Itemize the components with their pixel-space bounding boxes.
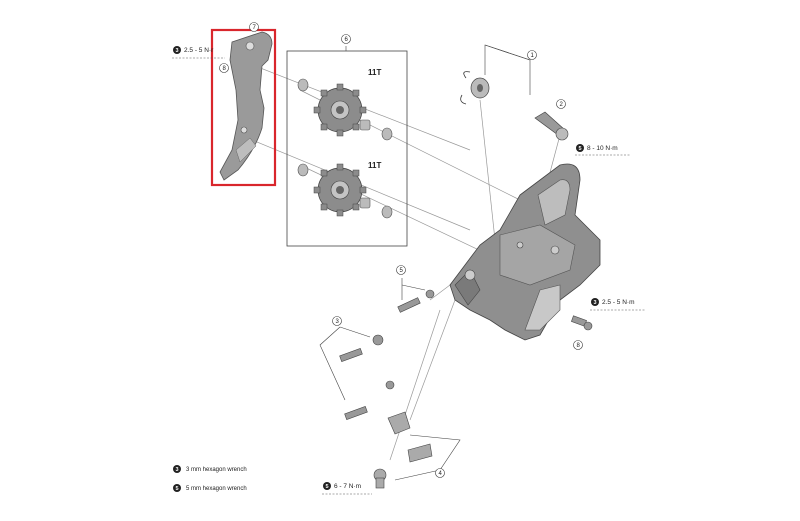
derailleur-body [449,163,601,341]
torque-axle-bolt-value: 8 - 10 N·m [587,145,618,152]
callout-4: 4 [439,471,443,477]
legend-3mm: 3 3 mm hexagon wrench [173,465,247,473]
part-4-cable-fixing [373,411,433,489]
part-1-retainer [460,71,490,105]
torque-axle-bolt-tool: 5 [579,146,582,152]
part-8-stop-bolt [571,315,593,331]
callout-3-bracket [319,326,371,401]
torque-plate-bolt-value: 2.5 - 5 N·r [184,47,214,54]
callout-2: 2 [560,102,564,108]
upper-pulley-wheel [313,83,367,137]
lower-pulley-wheel [313,163,367,217]
legend-3mm-label: 3 mm hexagon wrench [186,467,247,473]
callout-3: 3 [336,319,340,325]
callout-7: 7 [253,25,257,31]
torque-cable-bolt-tool: 5 [326,484,329,490]
torque-cable-bolt-value: 6 - 7 N·m [334,483,361,490]
torque-cable-bolt: 5 6 - 7 N·m [322,482,372,495]
torque-stop-bolt: 3 2.5 - 5 N·m [590,298,645,311]
legend-5mm-label: 5 mm hexagon wrench [186,486,247,492]
torque-axle-bolt: 5 8 - 10 N·m [575,144,630,156]
legend: 3 3 mm hexagon wrench 5 5 mm hexagon wre… [173,465,247,492]
pulley-group-frame [286,50,408,247]
callout-5-bracket [401,278,426,300]
part-5-bolt-upper [397,289,435,313]
callout-1-bracket [484,44,531,95]
callout-5: 5 [400,268,404,274]
legend-3mm-badge: 3 [176,467,179,473]
part-2-axle-bolt [534,111,569,141]
part-3-bolts [339,334,395,420]
legend-5mm: 5 5 mm hexagon wrench [173,484,247,492]
highlight-box [210,28,277,187]
callout-markers [219,22,583,478]
callout-1: 1 [531,53,535,59]
lower-pulley-label: 11T [368,161,381,170]
legend-5mm-badge: 5 [176,486,179,492]
inner-cage-plate [219,31,273,181]
callout-8-plate: 8 [223,66,227,72]
pulley-washers [297,78,393,219]
callout-4-bracket [394,434,461,481]
upper-pulley-label: 11T [368,68,381,77]
callout-8-stop: 8 [577,343,581,349]
callout-6: 6 [345,37,349,43]
torque-stop-bolt-tool: 3 [594,300,597,306]
torque-plate-bolt: 3 2.5 - 5 N·r [172,46,225,59]
torque-plate-bolt-tool: 3 [176,48,179,54]
torque-stop-bolt-value: 2.5 - 5 N·m [602,299,635,306]
